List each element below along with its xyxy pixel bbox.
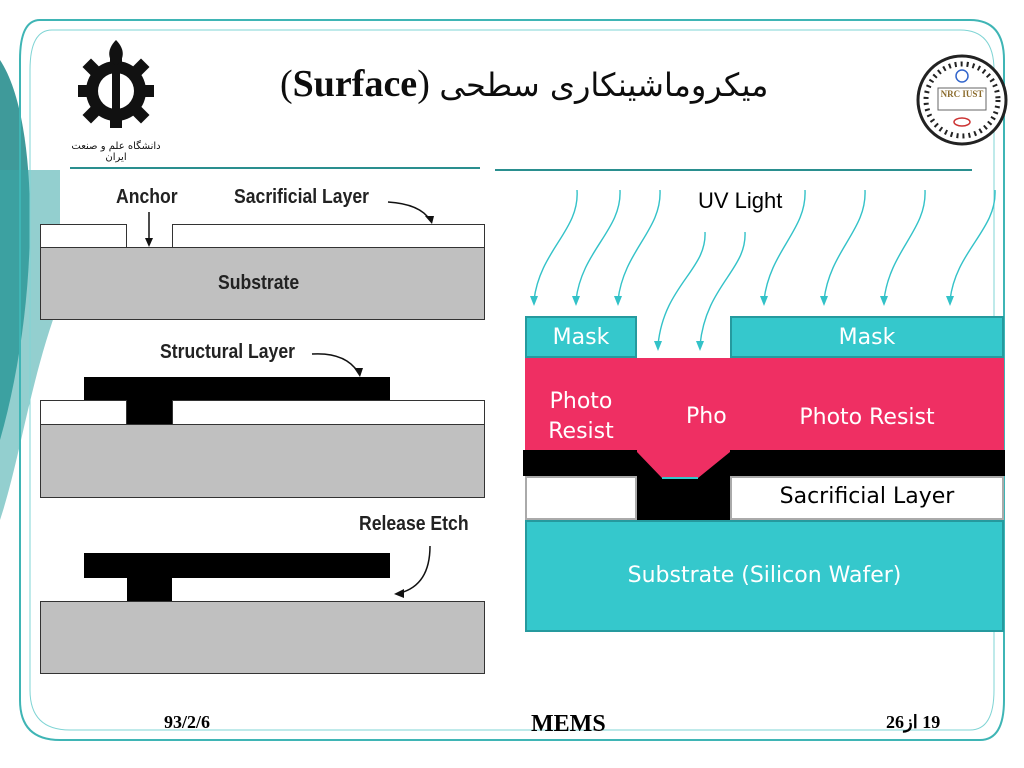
step2-sacrificial-left xyxy=(40,400,127,425)
gear-torch-icon xyxy=(78,40,154,128)
footer-page-number: 19 از26 xyxy=(886,712,941,732)
sacrificial-layer-label-right: Sacrificial Layer xyxy=(779,484,955,509)
mask-right xyxy=(730,316,1004,358)
substrate-wafer-label: Substrate (Silicon Wafer) xyxy=(627,563,902,588)
photo-resist-right xyxy=(730,358,1004,450)
slide-title: (Surface) میکروماشینکاری سطحی xyxy=(280,63,769,105)
university-name: دانشگاه علم و صنعت ایران xyxy=(71,141,161,163)
step2-substrate xyxy=(40,424,485,498)
sacrificial-right-block xyxy=(730,476,1004,520)
step1-sacrificial-right xyxy=(172,224,485,248)
mask-left-label: Mask xyxy=(552,325,610,350)
photo-resist-right-label: Photo Resist xyxy=(799,405,935,430)
university-logo: دانشگاه علم و صنعت ایران xyxy=(66,36,166,163)
nrc-logo-text: NRC IUST xyxy=(940,89,984,99)
substrate-wafer xyxy=(525,520,1004,632)
structural-layer-label: Structural Layer xyxy=(160,341,295,363)
photo-resist-middle-label: Pho xyxy=(686,404,727,429)
step1-substrate xyxy=(40,247,485,320)
mask-left xyxy=(525,316,637,358)
step2-sacrificial-right xyxy=(172,400,485,425)
footer-title: MEMS xyxy=(531,711,606,737)
mask-right-label: Mask xyxy=(838,325,896,350)
release-etch-label: Release Etch xyxy=(359,513,469,535)
photo-resist-left-label: Photo Resist xyxy=(548,389,614,444)
substrate-label: Substrate xyxy=(218,272,300,294)
anchor-label: Anchor xyxy=(116,186,178,208)
nrc-badge-icon xyxy=(916,54,1008,146)
footer-date: 93/2/6 xyxy=(164,712,211,732)
sacrificial-layer-label: Sacrificial Layer xyxy=(234,186,370,208)
sacrificial-left-block xyxy=(525,476,637,520)
step1-sacrificial-left xyxy=(40,224,127,248)
photo-resist-left xyxy=(525,358,637,450)
title-persian: میکروماشینکاری سطحی xyxy=(439,66,769,104)
nrc-logo: NRC IUST xyxy=(916,54,1008,146)
uv-light-label: UV Light xyxy=(698,188,783,213)
step3-substrate xyxy=(40,601,485,674)
title-english: Surface xyxy=(292,63,418,105)
